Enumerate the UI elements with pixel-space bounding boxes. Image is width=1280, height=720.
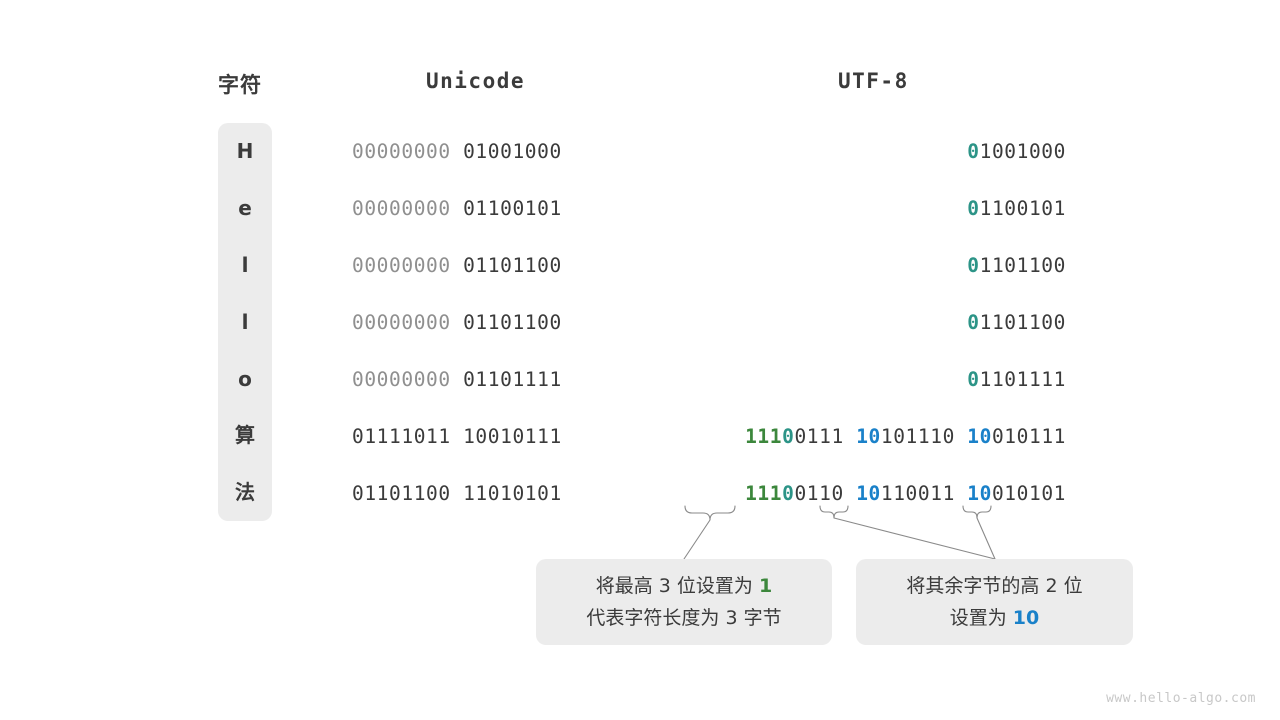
character-cell: e <box>238 196 252 220</box>
unicode-bits-row: 00000000 01101100 <box>352 254 562 277</box>
utf8-payload-bits: 1101100 <box>979 254 1066 277</box>
callout-text: 将最高 3 位设置为 <box>595 575 759 597</box>
unicode-bits-row: 01101100 11010101 <box>352 482 562 505</box>
byte-separator <box>451 368 463 391</box>
unicode-low-byte: 01001000 <box>463 140 562 163</box>
character-cell: o <box>238 367 252 391</box>
utf8-payload-bits: 010101 <box>991 482 1066 505</box>
watermark: www.hello-algo.com <box>1106 691 1256 706</box>
unicode-high-byte: 00000000 <box>352 368 451 391</box>
unicode-low-byte: 01101100 <box>463 311 562 334</box>
byte-separator <box>451 197 463 220</box>
utf8-prefix-bits: 0 <box>967 254 980 277</box>
utf8-payload-bits: 1101100 <box>979 311 1066 334</box>
brace-continuation-byte-1 <box>819 505 849 519</box>
utf8-bits-row: 01101100 <box>967 254 1066 277</box>
unicode-bits-row: 00000000 01101111 <box>352 368 562 391</box>
utf8-payload-bits: 0110 <box>794 482 844 505</box>
character-column-panel <box>218 123 272 521</box>
column-header-utf8: UTF-8 <box>838 69 909 93</box>
utf8-prefix-bits: 10 <box>967 425 992 448</box>
utf8-bits-row: 01101100 <box>967 311 1066 334</box>
byte-separator <box>451 311 463 334</box>
leader-line-3 <box>976 517 996 560</box>
leader-line-2 <box>833 517 996 560</box>
callout-line: 设置为 10 <box>950 602 1040 634</box>
callout-highlight-value: 10 <box>1012 607 1040 629</box>
utf8-prefix-bits: 111 <box>745 425 783 448</box>
column-header-character: 字符 <box>218 73 262 97</box>
utf8-payload-bits: 101110 <box>880 425 955 448</box>
callout-highlight-value: 1 <box>758 575 773 597</box>
callout-continuation-bytes: 将其余字节的高 2 位 设置为 10 <box>856 559 1133 645</box>
unicode-bits-row: 01111011 10010111 <box>352 425 562 448</box>
utf8-prefix-bits: 111 <box>745 482 783 505</box>
callout-line: 代表字符长度为 3 字节 <box>586 607 782 629</box>
utf8-bits-row: 01100101 <box>967 197 1066 220</box>
utf8-prefix-bits: 0 <box>967 368 980 391</box>
callout-text: 设置为 <box>949 607 1013 629</box>
unicode-bits-row: 00000000 01100101 <box>352 197 562 220</box>
byte-separator <box>451 254 463 277</box>
unicode-high-byte: 00000000 <box>352 254 451 277</box>
unicode-low-byte: 01101111 <box>463 368 562 391</box>
utf8-payload-bits: 1100101 <box>979 197 1066 220</box>
utf8-payload-bits: 1101111 <box>979 368 1066 391</box>
callout-line: 将其余字节的高 2 位 <box>906 575 1083 597</box>
leader-line-1 <box>683 519 711 560</box>
utf8-payload-bits: 110011 <box>880 482 955 505</box>
column-header-unicode: Unicode <box>426 69 526 93</box>
utf8-bits-row: 11100110 10110011 10010101 <box>745 482 1066 505</box>
byte-separator <box>451 140 463 163</box>
byte-separator <box>844 482 856 505</box>
utf8-bits-row: 01001000 <box>967 140 1066 163</box>
utf8-payload-bits: 010111 <box>991 425 1066 448</box>
byte-separator <box>451 482 463 505</box>
utf8-prefix-bits: 10 <box>856 482 881 505</box>
utf8-prefix-bits: 0 <box>967 311 980 334</box>
brace-leading-byte <box>684 505 736 521</box>
utf8-prefix-bits: 10 <box>856 425 881 448</box>
unicode-bits-row: 00000000 01101100 <box>352 311 562 334</box>
utf8-payload-bits: 0111 <box>794 425 844 448</box>
utf8-payload-bits: 1001000 <box>979 140 1066 163</box>
utf8-prefix-bits: 0 <box>967 197 980 220</box>
unicode-high-byte: 01111011 <box>352 425 451 448</box>
character-cell: l <box>241 310 249 334</box>
unicode-low-byte: 10010111 <box>463 425 562 448</box>
unicode-low-byte: 01101100 <box>463 254 562 277</box>
character-cell: l <box>241 253 249 277</box>
byte-separator <box>955 482 967 505</box>
unicode-high-byte: 00000000 <box>352 140 451 163</box>
character-cell: H <box>236 139 254 163</box>
utf8-prefix-bits: 0 <box>967 140 980 163</box>
character-cell: 法 <box>235 480 255 504</box>
unicode-high-byte: 01101100 <box>352 482 451 505</box>
unicode-high-byte: 00000000 <box>352 197 451 220</box>
utf8-prefix-terminator-bit: 0 <box>782 425 795 448</box>
byte-separator <box>451 425 463 448</box>
callout-leading-byte: 将最高 3 位设置为 1 代表字符长度为 3 字节 <box>536 559 832 645</box>
utf8-prefix-terminator-bit: 0 <box>782 482 795 505</box>
unicode-high-byte: 00000000 <box>352 311 451 334</box>
utf8-prefix-bits: 10 <box>967 482 992 505</box>
unicode-low-byte: 01100101 <box>463 197 562 220</box>
byte-separator <box>844 425 856 448</box>
unicode-low-byte: 11010101 <box>463 482 562 505</box>
brace-continuation-byte-2 <box>962 505 992 519</box>
character-cell: 算 <box>235 423 255 447</box>
unicode-bits-row: 00000000 01001000 <box>352 140 562 163</box>
byte-separator <box>955 425 967 448</box>
utf8-bits-row: 01101111 <box>967 368 1066 391</box>
callout-line: 将最高 3 位设置为 1 <box>596 570 772 602</box>
utf8-bits-row: 11100111 10101110 10010111 <box>745 425 1066 448</box>
